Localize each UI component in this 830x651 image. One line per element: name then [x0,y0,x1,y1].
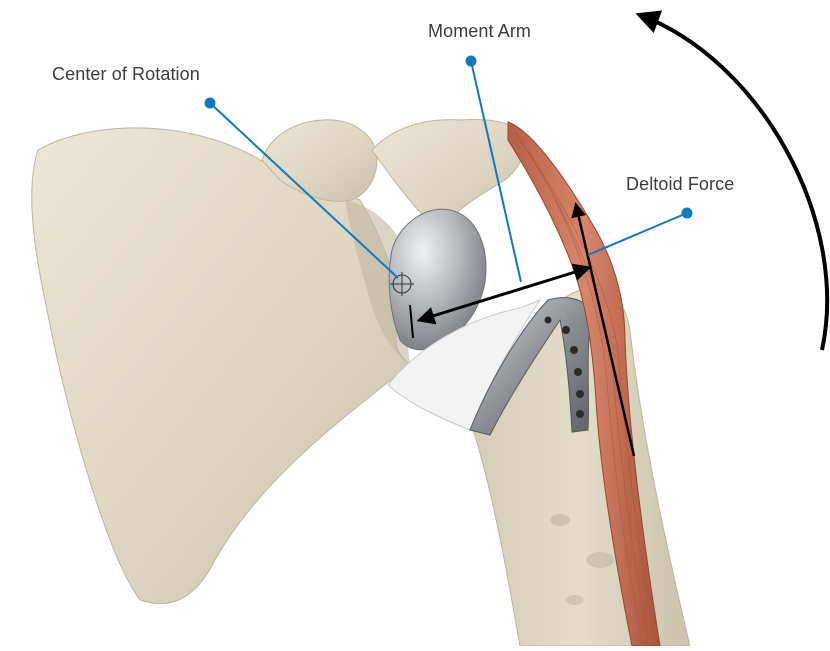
center-of-rotation-label: Center of Rotation [52,64,200,85]
deltoid-leader-dot [683,209,692,218]
moment-arm-label: Moment Arm [428,21,531,42]
deltoid-force-label: Deltoid Force [626,174,734,195]
center-leader-dot [206,99,215,108]
moment-leader-dot [467,57,476,66]
deltoid-leader-line [588,213,687,255]
